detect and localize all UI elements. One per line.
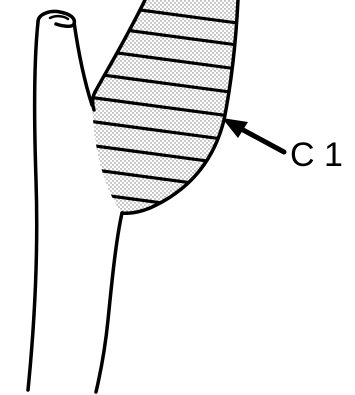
lower-trunk-outline [96, 213, 122, 392]
region-label: C 1 [290, 136, 343, 174]
left-stem-inner-outline [74, 22, 92, 105]
arrowhead-icon [222, 118, 248, 138]
left-stem-outline [28, 22, 38, 390]
pointer-arrow [222, 118, 284, 152]
